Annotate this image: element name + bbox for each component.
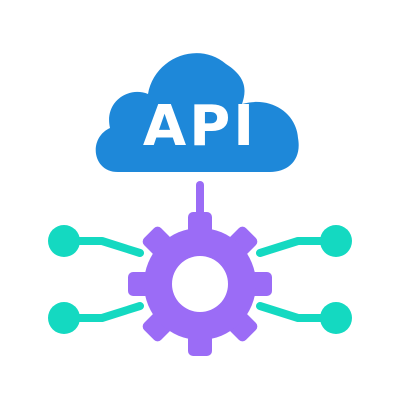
circuit-node-top-left	[48, 225, 80, 257]
api-label: API	[142, 94, 258, 159]
gear-icon	[128, 212, 272, 356]
circuit-node-top-right	[320, 225, 352, 257]
circuit-nodes	[48, 225, 352, 334]
circuit-node-bottom-right	[320, 302, 352, 334]
cloud-icon	[95, 53, 299, 172]
circuit-node-bottom-left	[48, 302, 80, 334]
